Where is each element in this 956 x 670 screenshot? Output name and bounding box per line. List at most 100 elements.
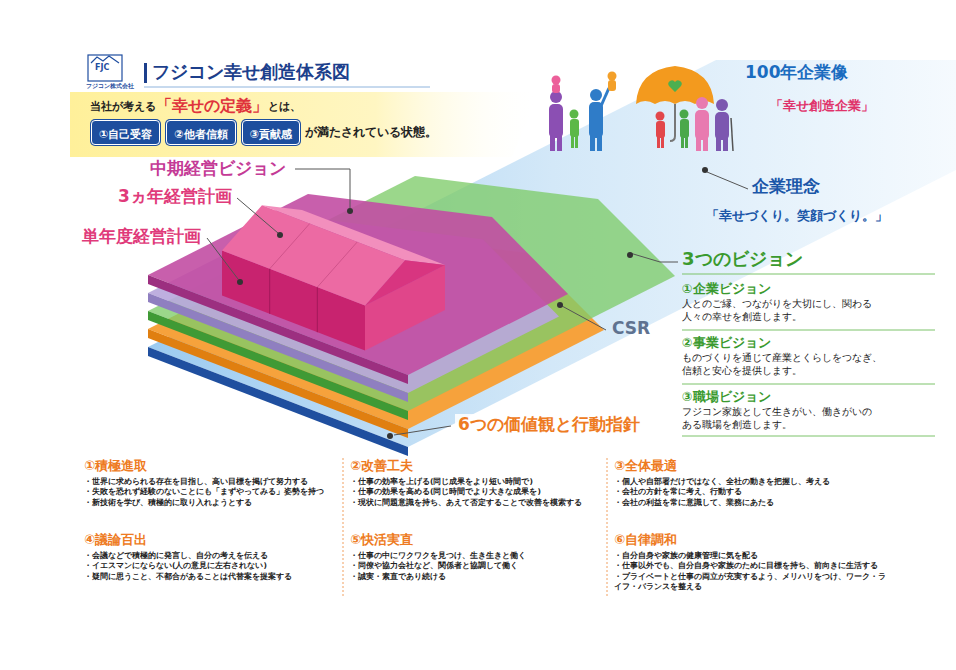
leader-line bbox=[207, 169, 748, 435]
family-illustration bbox=[680, 110, 689, 119]
family-illustration bbox=[670, 104, 675, 141]
layer-label: 中期経営ビジョン bbox=[150, 158, 286, 179]
family-illustration bbox=[589, 102, 603, 138]
family-illustration bbox=[716, 99, 728, 111]
section-heading: 100年企業像 bbox=[745, 62, 849, 83]
value-bullet: ・プライベートと仕事の両立が充実するよう、メリハリをつけ、ワーク・ライフ・バラン… bbox=[614, 572, 886, 593]
section-value: 「幸せ創造企業」 bbox=[770, 98, 874, 114]
leader-line bbox=[207, 238, 238, 279]
logo-mark-wrap: FJC bbox=[95, 63, 109, 73]
leader-dot bbox=[702, 167, 708, 173]
value-bullet: ・誠実・素直であり続ける bbox=[350, 572, 600, 582]
leader-dot bbox=[237, 279, 243, 285]
leader-line bbox=[394, 426, 451, 435]
value-bullet: ・自分自身や家族の健康管理に気を配る bbox=[614, 551, 886, 561]
value-group: ④議論百出・会議などで積極的に発言し、自分の考えを伝える・イエスマンにならない(… bbox=[84, 532, 336, 582]
company-name: フジコン株式会社 bbox=[86, 82, 134, 90]
layer-label: 3ヵ年経営計画 bbox=[118, 186, 232, 207]
value-group: ②改善工夫・仕事の効率を上げる(同じ成果をより短い時間で)・仕事の効果を高める(… bbox=[350, 458, 600, 508]
vision-separator bbox=[682, 330, 935, 331]
family-illustration bbox=[716, 138, 721, 151]
logo-box bbox=[88, 55, 122, 81]
leader-dot bbox=[277, 232, 283, 238]
value-heading: ⑤快活実直 bbox=[350, 532, 600, 549]
leader-line bbox=[562, 306, 606, 330]
layer-label: 単年度経営計画 bbox=[82, 226, 201, 247]
vision-heading: ③職場ビジョン bbox=[682, 389, 771, 405]
family-illustration bbox=[703, 138, 708, 151]
family-illustration bbox=[549, 104, 563, 138]
family-illustration bbox=[657, 137, 660, 148]
layer-label-wrap: 3ヵ年経営計画 bbox=[118, 186, 232, 207]
family-illustration bbox=[549, 66, 733, 151]
layer-label-wrap: 中期経営ビジョン bbox=[150, 158, 286, 179]
family-illustration bbox=[601, 88, 609, 106]
pill-box: ③貢献感 bbox=[242, 120, 300, 145]
layer-label: CSR bbox=[612, 318, 650, 339]
layer-label-wrap: 単年度経営計画 bbox=[82, 226, 201, 247]
house-block bbox=[317, 287, 318, 332]
value-heading: ⑥自律調和 bbox=[614, 532, 886, 549]
family-illustration bbox=[552, 84, 560, 93]
title-bar bbox=[144, 87, 430, 88]
pill-text: ①自己受容 bbox=[99, 128, 152, 141]
family-illustration bbox=[715, 112, 729, 140]
vision-body: フジコン家族として生きがい、働きがいの ある職場を創造します。 bbox=[682, 405, 934, 431]
section-heading: 3つのビジョン bbox=[682, 248, 803, 271]
column-separator bbox=[343, 458, 344, 598]
magenta-layer bbox=[148, 194, 568, 384]
banner-text: とは、 bbox=[268, 99, 301, 114]
section-value-wrap: 「幸せ創造企業」 bbox=[770, 98, 874, 114]
green-layer bbox=[148, 176, 675, 411]
value-bullet: ・仕事の中にワクワクを見つけ、生き生きと働く bbox=[350, 551, 600, 561]
value-bullet: ・会社の方針を常に考え、行動する bbox=[614, 487, 886, 497]
family-illustration bbox=[668, 80, 681, 92]
banner-inner: 当社が考える「幸せの定義」とは、①自己受容②他者信頼③貢献感が満たされている状態… bbox=[70, 92, 540, 152]
vision-heading-wrap: ③職場ビジョン bbox=[682, 389, 771, 405]
family-illustration bbox=[575, 136, 578, 148]
column-separator bbox=[343, 458, 607, 598]
pill-box: ②他者信頼 bbox=[166, 120, 235, 145]
family-illustration bbox=[685, 137, 688, 148]
value-bullet: ・同僚や協力会社など、関係者と協調して働く bbox=[350, 561, 600, 571]
pill-box: ①自己受容 bbox=[91, 120, 160, 145]
vision-body-wrap: 人とのご縁、つながりを大切にし、関わる 人々の幸せを創造します。 bbox=[682, 297, 934, 323]
banner-text: 「幸せの定義」 bbox=[156, 96, 268, 117]
value-bullet: ・世界に求められる存在を目指し、高い目標を掲げて努力する bbox=[84, 477, 336, 487]
vision-heading-wrap: ②事業ビジョン bbox=[682, 335, 771, 351]
value-group: ①積極進取・世界に求められる存在を目指し、高い目標を掲げて努力する・失敗を恐れず… bbox=[84, 458, 336, 508]
family-illustration bbox=[723, 138, 728, 151]
value-bullet: ・新技術を学び、積極的に取り入れようとする bbox=[84, 498, 336, 508]
value-group: ⑤快活実直・仕事の中にワクワクを見つけ、生き生きと働く・同僚や協力会社など、関係… bbox=[350, 532, 600, 582]
diagram-title: フジコン幸せ創造体系図 bbox=[152, 61, 350, 83]
green-layer bbox=[148, 176, 675, 420]
leader-line bbox=[237, 198, 278, 233]
section-value: 「幸せづくり。笑顔づくり。」 bbox=[706, 208, 888, 224]
vision-separator bbox=[682, 436, 935, 437]
vision-heading-wrap: ①企業ビジョン bbox=[682, 281, 771, 297]
family-illustration bbox=[570, 119, 579, 137]
vision-body: ものづくりを通じて産業とくらしをつなぎ、 信頼と安心を提供します。 bbox=[682, 351, 934, 377]
value-heading: ③全体最適 bbox=[614, 458, 886, 475]
family-illustration bbox=[696, 97, 708, 109]
family-illustration bbox=[557, 136, 562, 151]
leader-dot bbox=[347, 208, 353, 214]
value-bullet: ・個人や自部署だけではなく、全社の動きを把握し、考える bbox=[614, 477, 886, 487]
value-bullet: ・会社の利益を常に意識して、業務にあたる bbox=[614, 498, 886, 508]
section-value-wrap: 「幸せづくり。笑顔づくり。」 bbox=[706, 208, 888, 224]
section-heading: 企業理念 bbox=[752, 176, 820, 197]
family-illustration bbox=[731, 118, 733, 151]
definition-banner: 当社が考える「幸せの定義」とは、①自己受容②他者信頼③貢献感が満たされている状態… bbox=[70, 92, 540, 157]
vision-body-wrap: ものづくりを通じて産業とくらしをつなぎ、 信頼と安心を提供します。 bbox=[682, 351, 934, 377]
blue-layer bbox=[148, 60, 956, 456]
banner-shape bbox=[70, 92, 540, 157]
family-illustration bbox=[552, 76, 561, 85]
banner-row: 当社が考える「幸せの定義」とは、 bbox=[90, 96, 540, 117]
leader-line bbox=[630, 253, 678, 262]
section-heading-wrap: 3つのビジョン bbox=[682, 248, 803, 271]
banner-text: 当社が考える bbox=[90, 99, 156, 114]
value-bullet: ・現状に問題意識を持ち、あえて否定することで改善を模索する bbox=[350, 498, 600, 508]
leader-dot bbox=[627, 252, 633, 258]
family-illustration bbox=[597, 136, 602, 151]
family-illustration bbox=[681, 137, 684, 148]
